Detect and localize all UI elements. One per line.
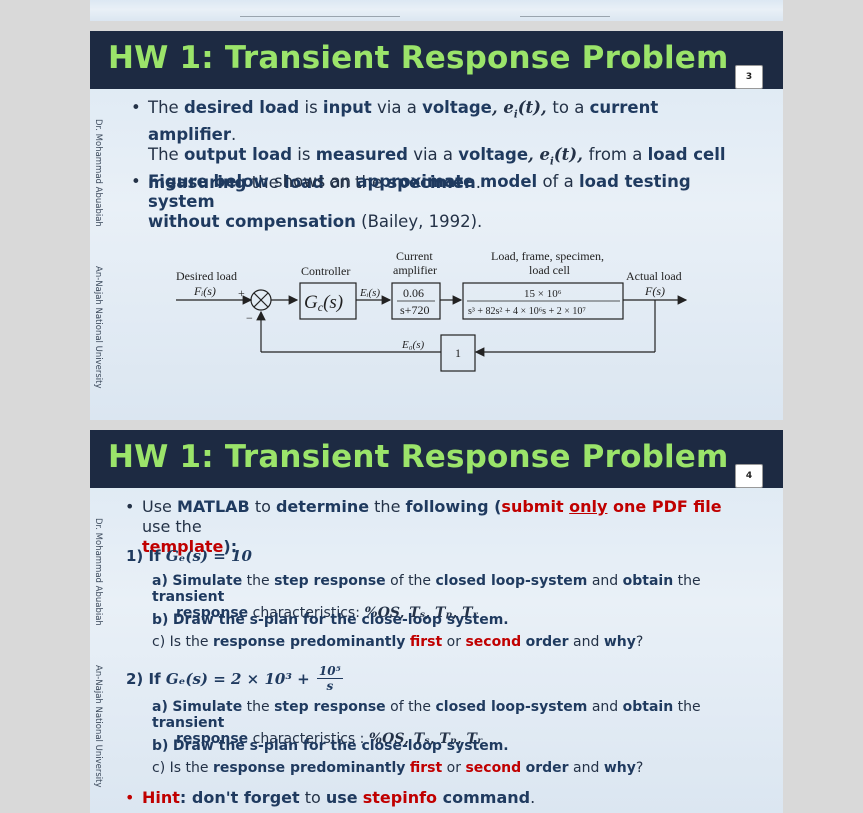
bullet-figure-below: • Figure below shows an approximate mode… — [131, 172, 691, 231]
page-number: 4 — [735, 464, 763, 488]
fraction: 10⁵ s — [316, 664, 343, 693]
plant-label-1: Load, frame, specimen, — [491, 249, 604, 263]
bullet-dot: • — [125, 788, 135, 807]
amp-label-1: Current — [396, 249, 433, 263]
side-author: Dr. Mohammad Abuabiah — [93, 119, 103, 227]
fs-label: F(s) — [644, 284, 665, 298]
slide-4: HW 1: Transient Response Problem 4 Dr. M… — [90, 430, 783, 813]
side-author: Dr. Mohammad Abuabiah — [93, 518, 103, 626]
previous-slide-fragment — [90, 0, 783, 21]
plant-numerator: 15 × 10⁶ — [524, 288, 562, 300]
question-2b: b) Draw the s-plan for the close-loop sy… — [152, 738, 509, 754]
page-number: 3 — [735, 65, 763, 89]
minus-sign: − — [246, 311, 253, 325]
bullet-dot: • — [125, 497, 135, 516]
plant-block — [462, 282, 624, 320]
bullet-dot: • — [131, 172, 141, 191]
amp-label-2: amplifier — [393, 263, 437, 277]
slide-3: HW 1: Transient Response Problem 3 Dr. M… — [90, 31, 783, 420]
feedback-gain: 1 — [455, 346, 461, 360]
question-1b: b) Draw the s-plan for the close-loop sy… — [152, 612, 509, 628]
question-2c: c) Is the response predominantly first o… — [152, 760, 644, 776]
bullet-desired-load: • The desired load is input via a voltag… — [131, 98, 726, 192]
side-university: An-Najah National University — [93, 665, 103, 788]
controller-block — [299, 282, 357, 320]
fi-label: Fᵢ(s) — [193, 284, 216, 298]
title-bar: HW 1: Transient Response Problem 3 — [90, 31, 783, 89]
plant-denominator: s³ + 82s² + 4 × 10⁶s + 2 × 10⁷ — [468, 306, 586, 317]
gc-label: Gc(s) — [304, 292, 343, 314]
question-1: 1) If Gₑ(s) = 10 — [126, 547, 252, 565]
ei-label: Eᵢ(s) — [359, 287, 380, 299]
feedback-block — [440, 334, 476, 372]
summing-junction — [250, 289, 272, 311]
amp-denominator: s+720 — [400, 303, 429, 317]
question-2: 2) If Gₑ(s) = 2 × 10³ + 10⁵ s — [126, 664, 343, 693]
block-diagram: Desired load Fᵢ(s) + − Controller Gc(s) … — [176, 249, 688, 372]
divider — [240, 16, 400, 17]
question-1c: c) Is the response predominantly first o… — [152, 634, 644, 650]
slide-title: HW 1: Transient Response Problem — [108, 439, 729, 475]
eo-label: E₀(s) — [401, 339, 424, 351]
bullet-use-matlab: • Use MATLAB to determine the following … — [125, 497, 722, 556]
plus-sign: + — [238, 286, 245, 300]
divider — [520, 16, 610, 17]
actual-load-label: Actual load — [626, 269, 682, 283]
question-1a: a) Simulate the step response of the clo… — [152, 573, 701, 621]
title-bar: HW 1: Transient Response Problem 4 — [90, 430, 783, 488]
slide-title: HW 1: Transient Response Problem — [108, 40, 729, 76]
desired-load-label: Desired load — [176, 269, 237, 283]
bullet-hint: • Hint: don't forget to use stepinfo com… — [125, 788, 536, 807]
bullet-dot: • — [131, 98, 141, 117]
amplifier-block — [391, 282, 441, 320]
question-2a: a) Simulate the step response of the clo… — [152, 699, 701, 747]
side-university: An-Najah National University — [93, 266, 103, 389]
plant-label-2: load cell — [529, 263, 571, 277]
controller-label: Controller — [301, 264, 350, 278]
amp-numerator: 0.06 — [403, 286, 424, 300]
